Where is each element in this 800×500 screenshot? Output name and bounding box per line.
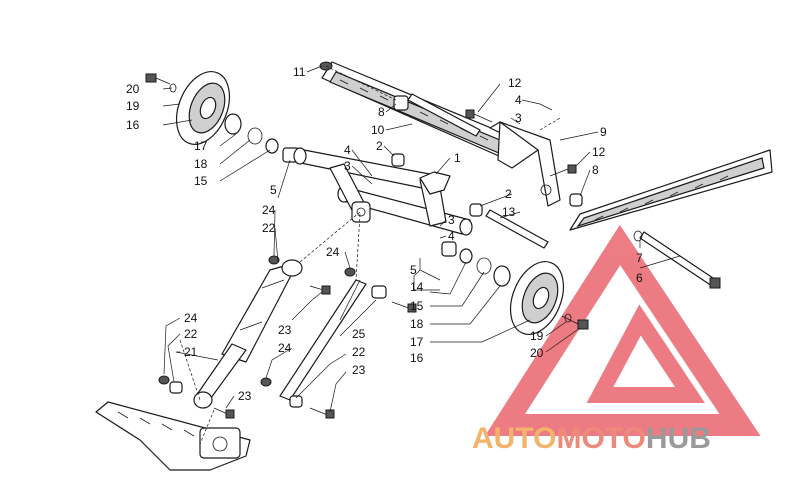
watermark-text: AUTOMOTOHUB [472,422,711,455]
swing-arm [293,147,473,236]
label-20-left: 20 [126,82,140,96]
shaft-13 [485,209,549,249]
idler-wheel-left [175,71,231,145]
label-3-mid: 3 [344,159,351,173]
idler-wheel-right [509,261,565,335]
label-12-right: 12 [592,145,606,159]
label-8-upper: 8 [378,105,385,119]
nut-24-mid [260,377,272,387]
label-16-right: 16 [410,351,424,365]
label-9: 9 [600,125,607,139]
label-24-center: 24 [326,245,340,259]
watermark-text-hub: HUB [646,422,711,455]
bearing-right [493,265,511,287]
watermark-logo-inner-triangle [586,304,705,403]
bushing-5-right [441,241,457,257]
label-20-right: 20 [530,346,544,360]
label-10: 10 [371,123,385,137]
label-22-upper-left: 22 [262,221,276,235]
bolt-23-b [391,301,417,313]
label-4-mid: 4 [344,143,351,157]
bolt-left [145,73,171,85]
label-24-upper-left: 24 [262,203,276,217]
snap-ring-left [247,127,263,145]
label-25: 25 [352,327,366,341]
nut-24-lower-left [158,375,170,385]
label-23-center: 23 [352,363,366,377]
alignment-lines [179,65,561,445]
bushing-2-upper [391,153,405,167]
long-bolt-6 [639,231,721,289]
watermark-logo-outer-triangle [484,224,761,436]
label-17-right: 17 [410,335,424,349]
label-2-upper: 2 [376,139,383,153]
spacer-left [265,138,279,154]
washer-7 [633,230,643,242]
label-24-mid: 24 [278,341,292,355]
shaft-10 [407,93,481,137]
label-6: 6 [636,271,643,285]
washer-right [564,313,572,323]
bushing-2-right [469,203,483,217]
label-15-left: 15 [194,174,208,188]
label-11: 11 [293,65,306,79]
label-18-right: 18 [410,317,424,331]
label-17-left: 17 [194,139,208,153]
bolt-23-c [213,407,235,419]
bushing-22-lower-left [169,381,183,394]
bearing-left [224,113,242,135]
label-19-right: 19 [530,329,544,343]
shock-absorber [193,259,303,409]
label-24-lower-left: 24 [184,311,198,325]
part-labels: 11 20 19 16 8 10 12 4 3 9 12 8 1 2 4 3 1… [126,65,643,403]
bolt-12-right [549,164,577,177]
label-8-right: 8 [592,163,599,177]
label-2-right: 2 [505,187,512,201]
nut-24-left [268,255,280,265]
upper-rail [321,61,521,161]
label-3-lower: 3 [448,213,455,227]
snap-ring-right [476,257,492,275]
bolt-23-d [309,407,335,419]
label-14: 14 [410,280,424,294]
label-13: 13 [502,205,516,219]
watermark-text-auto: AUTO [472,422,556,455]
spacer-14 [459,248,473,264]
label-18-left: 18 [194,157,208,171]
watermark-logo [484,224,761,436]
label-12-top: 12 [508,76,522,90]
label-21: 21 [184,345,198,359]
label-19-left: 19 [126,99,140,113]
watermark-text-moto: MOTO [556,422,645,455]
label-22-center: 22 [352,345,366,359]
label-15-right: 15 [410,299,424,313]
bushing-8-right [569,193,583,207]
label-5-left: 5 [270,183,277,197]
label-4-lower: 4 [448,229,455,243]
label-23-upper: 23 [278,323,292,337]
bushing-upper [393,95,409,111]
bolt-23-a [309,285,331,295]
bushing-22-mid [289,395,303,408]
label-5-right: 5 [410,263,417,277]
label-23-lower: 23 [238,389,252,403]
label-7: 7 [636,251,643,265]
label-1: 1 [454,151,461,165]
lower-front-rail [95,401,251,471]
leader-lines [162,65,681,413]
nut-24-upper [344,267,356,277]
bracket-9 [489,121,561,207]
label-3-top: 3 [515,111,522,125]
lower-right-rail [569,149,773,231]
label-16-left: 16 [126,118,140,132]
bolt-12-top [465,109,493,123]
label-22-lower-left: 22 [184,327,198,341]
label-4-top: 4 [515,93,522,107]
svg-text:AUTOMOTOHUB: AUTOMOTOHUB [472,422,711,455]
bushing-22-upper [371,285,387,299]
